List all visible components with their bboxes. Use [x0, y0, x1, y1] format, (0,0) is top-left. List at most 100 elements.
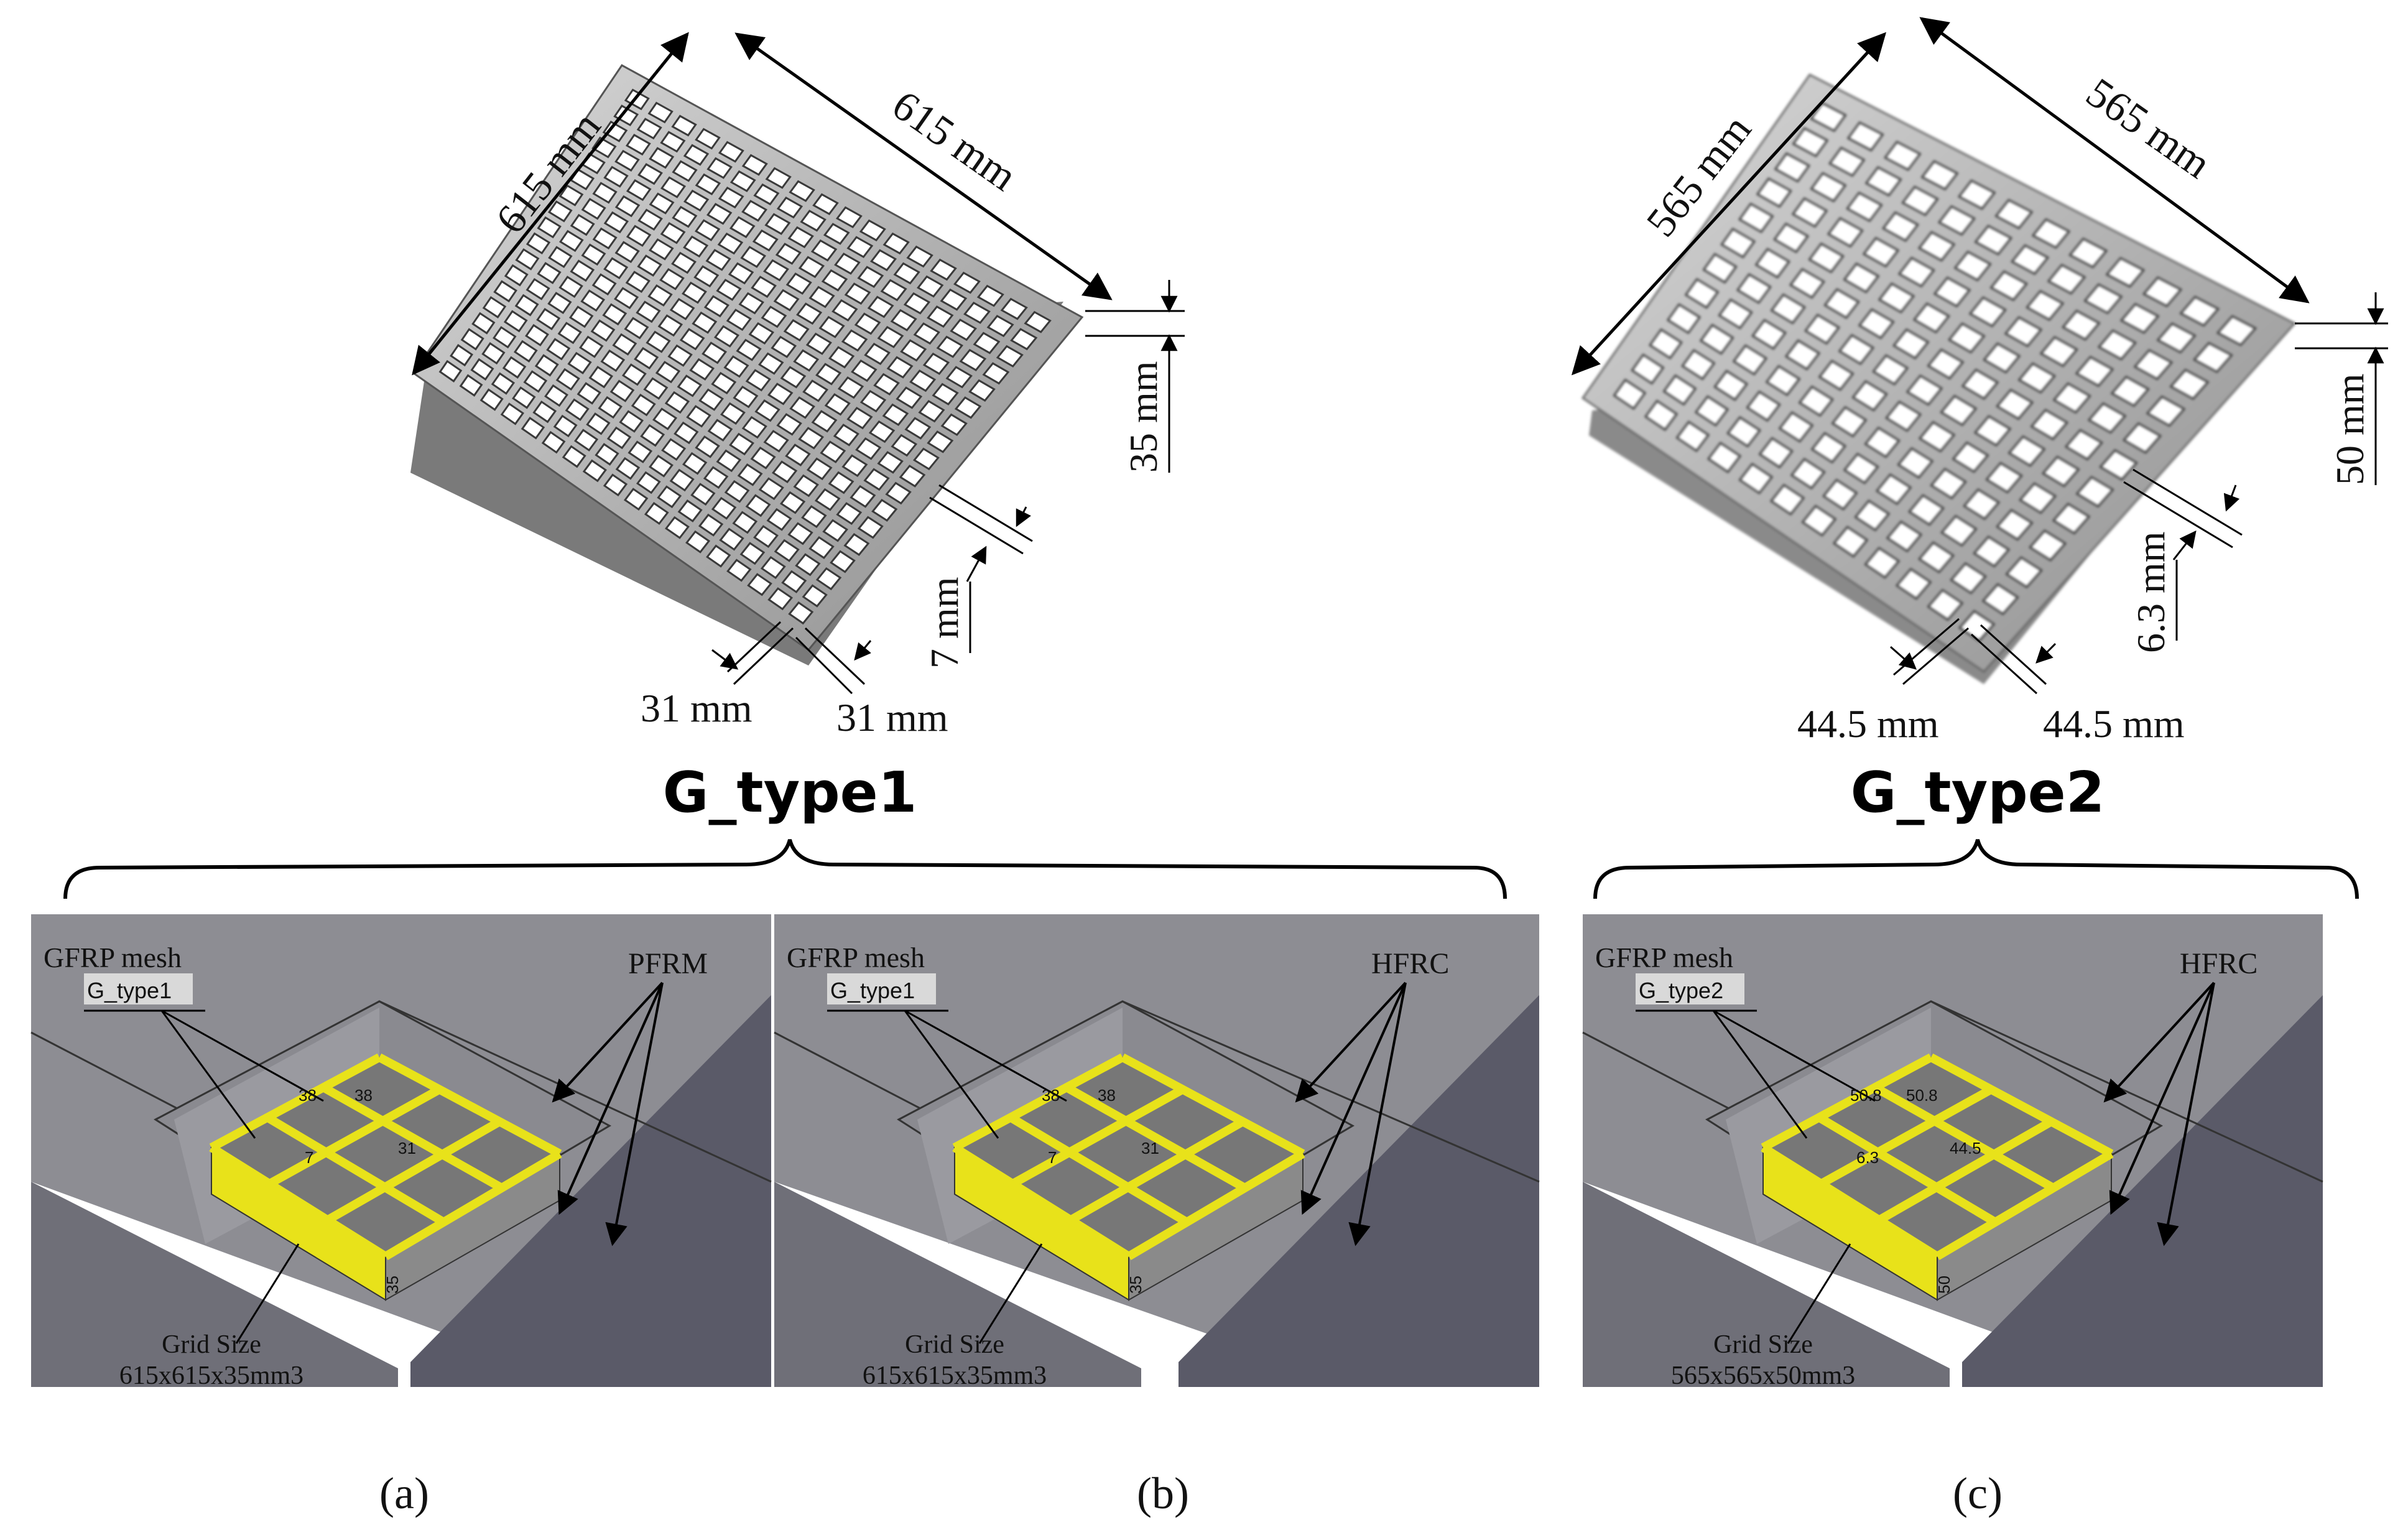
- grating-cell: [950, 318, 977, 341]
- grating-cell: [677, 499, 703, 522]
- grating-cell: [986, 315, 1014, 338]
- dim2-arrow-side-b: [1919, 17, 2310, 304]
- grating-cell: [713, 325, 739, 348]
- mesh-dim-right: 38: [1098, 1086, 1116, 1105]
- grating-cell: [2019, 482, 2057, 514]
- mesh-dim-height: 50: [1935, 1276, 1953, 1294]
- grid-size-leader: [235, 1243, 300, 1344]
- grating-cell: [706, 203, 733, 225]
- grid-size-label: Grid Size: [905, 1330, 1004, 1359]
- grating-g-type1: [410, 64, 1084, 665]
- grating-cell: [595, 443, 619, 466]
- mesh-dim-mid: 44.5: [1950, 1139, 1981, 1157]
- dim2-rib-line-1: [2132, 468, 2243, 536]
- grating-cell: [706, 157, 733, 179]
- grating-cell: [541, 430, 566, 454]
- grating-cell: [747, 573, 772, 596]
- grating-cell: [1996, 389, 2034, 420]
- grating-cell: [783, 319, 810, 341]
- mesh-type-label: G_type1: [830, 978, 915, 1003]
- slab-side-face: [1962, 995, 2323, 1387]
- grating-cell: [2075, 356, 2114, 387]
- grating-cell: [491, 372, 516, 395]
- dim-arrow-side-a: [412, 32, 689, 376]
- dim-cell-arrow-1: [711, 649, 739, 670]
- grating-cell: [758, 477, 784, 501]
- grating-cell: [1662, 374, 1697, 406]
- grating-cell: [726, 559, 752, 582]
- mesh-type-label: G_type2: [1639, 978, 1723, 1003]
- grating-cell: [868, 420, 896, 443]
- dim-rib-arrow-1: [1016, 506, 1031, 527]
- mesh-rib: [952, 1144, 1131, 1260]
- grating-cell: [886, 356, 914, 379]
- grating-cell: [781, 570, 807, 593]
- mesh-dim-left: 50.8: [1850, 1086, 1882, 1105]
- grating-cell: [574, 429, 599, 452]
- grating-cell: [1996, 509, 2034, 541]
- grating-cell: [932, 383, 959, 406]
- mesh-rib: [325, 1118, 502, 1224]
- grating-cell: [837, 376, 864, 399]
- grating-cell: [664, 391, 690, 414]
- grating-cell: [798, 427, 825, 450]
- grating-cell: [1790, 458, 1826, 489]
- grating-cell: [841, 454, 868, 477]
- grating-cell: [814, 488, 841, 511]
- grating-cell: [686, 405, 711, 428]
- grating-cell: [705, 249, 731, 271]
- grating-cell: [2119, 302, 2160, 334]
- dim-cell-line-1: [733, 627, 794, 685]
- mesh-dim-rib: 7: [1048, 1148, 1057, 1167]
- mesh-type-label: G_type1: [87, 978, 172, 1003]
- grating-cell: [582, 459, 607, 483]
- grating-cell: [982, 362, 1010, 385]
- grating-cell: [711, 371, 737, 395]
- grating-cell: [873, 373, 900, 396]
- grating-cell: [1963, 488, 2001, 521]
- mesh-rib: [1068, 1118, 1245, 1224]
- grating-cell: [703, 466, 729, 489]
- grating-cell: [796, 302, 823, 325]
- mesh-dim-mid: 31: [1141, 1139, 1159, 1157]
- panel-caption: (b): [1137, 1468, 1189, 1518]
- slab-front-face: [774, 1182, 1141, 1387]
- grating-cell: [954, 396, 982, 419]
- grating-cell: [767, 587, 794, 611]
- grating-cell: [1940, 514, 1978, 547]
- grating-cell: [733, 385, 759, 409]
- grating-cell: [780, 491, 806, 514]
- grating-cell: [927, 305, 954, 328]
- grating-cell: [867, 295, 894, 318]
- grating-cell: [787, 522, 813, 545]
- mesh-dim-right: 50.8: [1906, 1086, 1938, 1105]
- fill-arrow: [1300, 982, 1407, 1215]
- dim2-cell-arrow-2: [2035, 642, 2057, 664]
- grating-cell: [785, 443, 811, 466]
- fill-arrow: [2157, 982, 2215, 1246]
- grating-cell: [726, 308, 752, 332]
- grating-cell: [1948, 322, 1986, 354]
- grating-cell: [877, 451, 904, 474]
- grating-cell: [904, 417, 932, 440]
- grating-cell: [789, 396, 815, 419]
- grating-cell: [562, 445, 586, 468]
- mesh-rib: [1126, 1149, 1305, 1261]
- grating-cell: [1864, 426, 1901, 458]
- grating-cell: [692, 311, 718, 334]
- grating-cell: [1917, 541, 1955, 573]
- grating-cell: [1927, 348, 1965, 380]
- grating-cell: [1000, 297, 1028, 320]
- grating-cell: [1930, 468, 1967, 499]
- mesh-rib: [1761, 1053, 1933, 1152]
- grating-cell: [896, 386, 923, 409]
- grating-cell: [774, 539, 800, 562]
- grating-cell: [802, 379, 829, 402]
- grating-cell: [936, 335, 964, 358]
- grating-cell: [1886, 520, 1923, 552]
- grating-cell: [1810, 432, 1847, 464]
- mesh-rib: [1877, 1118, 2054, 1224]
- grating-cell: [729, 432, 754, 456]
- dim-cell-line-3: [804, 627, 866, 685]
